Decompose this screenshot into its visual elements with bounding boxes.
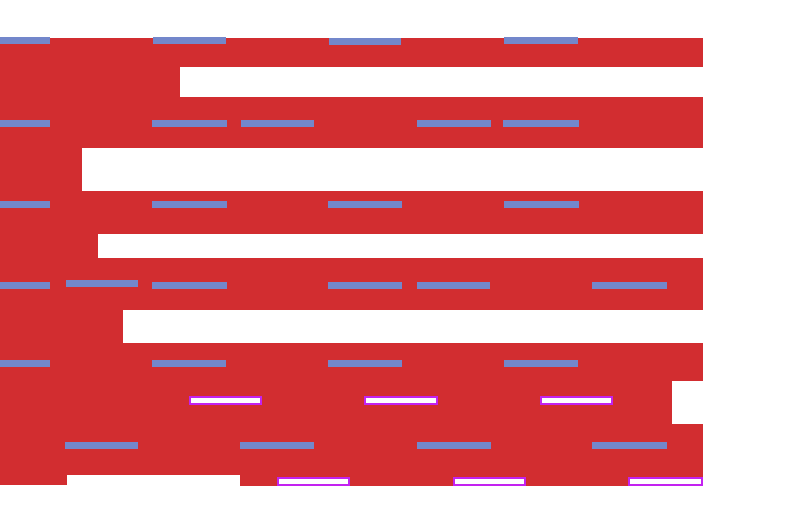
link-underline-bar[interactable] (328, 282, 402, 289)
link-underline-bar[interactable] (592, 282, 667, 289)
link-underline-bar[interactable] (0, 360, 50, 367)
link-underline-bar[interactable] (417, 120, 491, 127)
highlighted-link-bar[interactable] (540, 396, 613, 405)
link-underline-bar[interactable] (417, 442, 491, 449)
redacted-text-block (0, 191, 703, 234)
link-underline-bar[interactable] (0, 201, 50, 208)
link-underline-bar[interactable] (152, 360, 226, 367)
link-underline-bar[interactable] (241, 120, 314, 127)
highlighted-link-bar[interactable] (628, 477, 703, 486)
link-underline-bar[interactable] (65, 442, 138, 449)
link-underline-bar[interactable] (592, 442, 667, 449)
highlighted-link-bar[interactable] (453, 477, 526, 486)
link-underline-bar[interactable] (417, 282, 490, 289)
link-underline-bar[interactable] (0, 282, 50, 289)
link-underline-bar[interactable] (152, 282, 227, 289)
link-underline-bar[interactable] (329, 38, 401, 45)
link-underline-bar[interactable] (504, 201, 579, 208)
redacted-text-block (0, 234, 98, 258)
redacted-text-block (0, 310, 123, 343)
link-underline-bar[interactable] (503, 120, 579, 127)
link-underline-bar[interactable] (66, 280, 138, 287)
link-underline-bar[interactable] (504, 37, 578, 44)
text-gap-cutout (672, 381, 703, 424)
link-underline-bar[interactable] (0, 37, 50, 44)
link-underline-bar[interactable] (152, 120, 227, 127)
link-underline-bar[interactable] (152, 201, 227, 208)
redacted-text-block (0, 97, 703, 148)
highlighted-link-bar[interactable] (189, 396, 262, 405)
redacted-text-block (0, 475, 67, 485)
redacted-text-block (0, 67, 180, 97)
redacted-text-block (0, 148, 82, 191)
highlighted-link-bar[interactable] (364, 396, 438, 405)
link-underline-bar[interactable] (328, 201, 402, 208)
link-underline-bar[interactable] (504, 360, 578, 367)
link-underline-bar[interactable] (328, 360, 402, 367)
link-underline-bar[interactable] (153, 37, 226, 44)
link-underline-bar[interactable] (0, 120, 50, 127)
highlighted-link-bar[interactable] (277, 477, 350, 486)
link-underline-bar[interactable] (240, 442, 314, 449)
